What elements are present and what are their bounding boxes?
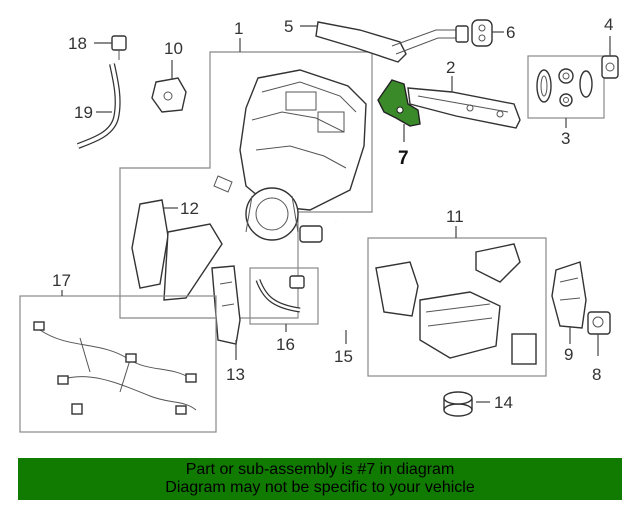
callout-7: 7: [398, 148, 409, 169]
valve-8: [587, 311, 611, 335]
valve-4: [601, 55, 619, 79]
banner-line-1: Part or sub-assembly is #7 in diagram: [185, 461, 455, 478]
grommet-6: [471, 19, 493, 47]
wire-harness-17: [33, 321, 197, 415]
pipe-assembly-5: [315, 21, 469, 63]
evaporator-assembly-11: [375, 243, 537, 365]
callout-6: 6: [506, 23, 515, 42]
info-banner: Part or sub-assembly is #7 in diagram Di…: [18, 458, 622, 500]
group-outline-1: [119, 51, 373, 319]
banner-line-2: Diagram may not be specific to your vehi…: [165, 479, 475, 496]
callout-12: 12: [180, 199, 199, 218]
callout-2: 2: [446, 58, 455, 77]
callout-8: 8: [592, 365, 601, 384]
callout-1: 1: [234, 19, 243, 38]
callout-13: 13: [226, 365, 245, 384]
bracket-9: [551, 261, 587, 329]
callout-16: 16: [276, 335, 295, 354]
callout-17: 17: [52, 271, 71, 290]
callout-18: 18: [68, 34, 87, 53]
filter-14: [443, 391, 473, 417]
callout-15: 15: [334, 347, 353, 366]
heater-unit-housing: [213, 69, 367, 243]
group-outline-17: [19, 295, 217, 433]
pipe-bracket-2: [407, 87, 521, 129]
actuator-10: [151, 77, 187, 113]
callout-11: 11: [446, 207, 464, 226]
duct-12: [131, 199, 223, 301]
sensor-18: [111, 35, 127, 60]
callout-5: 5: [284, 17, 293, 36]
callout-9: 9: [564, 345, 573, 364]
drain-tube-16: [255, 275, 305, 313]
callout-3: 3: [561, 129, 570, 148]
group-outline-16: [249, 267, 319, 325]
callout-19: 19: [74, 103, 93, 122]
o-ring-kit-3: [536, 68, 593, 107]
parts-diagram: 2 3 4 5 6 7: [19, 15, 619, 433]
highlighted-part-7: [377, 79, 421, 127]
callout-10: 10: [164, 39, 183, 58]
callout-14: 14: [494, 393, 513, 412]
callout-4: 4: [604, 15, 613, 34]
panel-13: [211, 265, 241, 345]
group-outline-11: [367, 237, 547, 377]
